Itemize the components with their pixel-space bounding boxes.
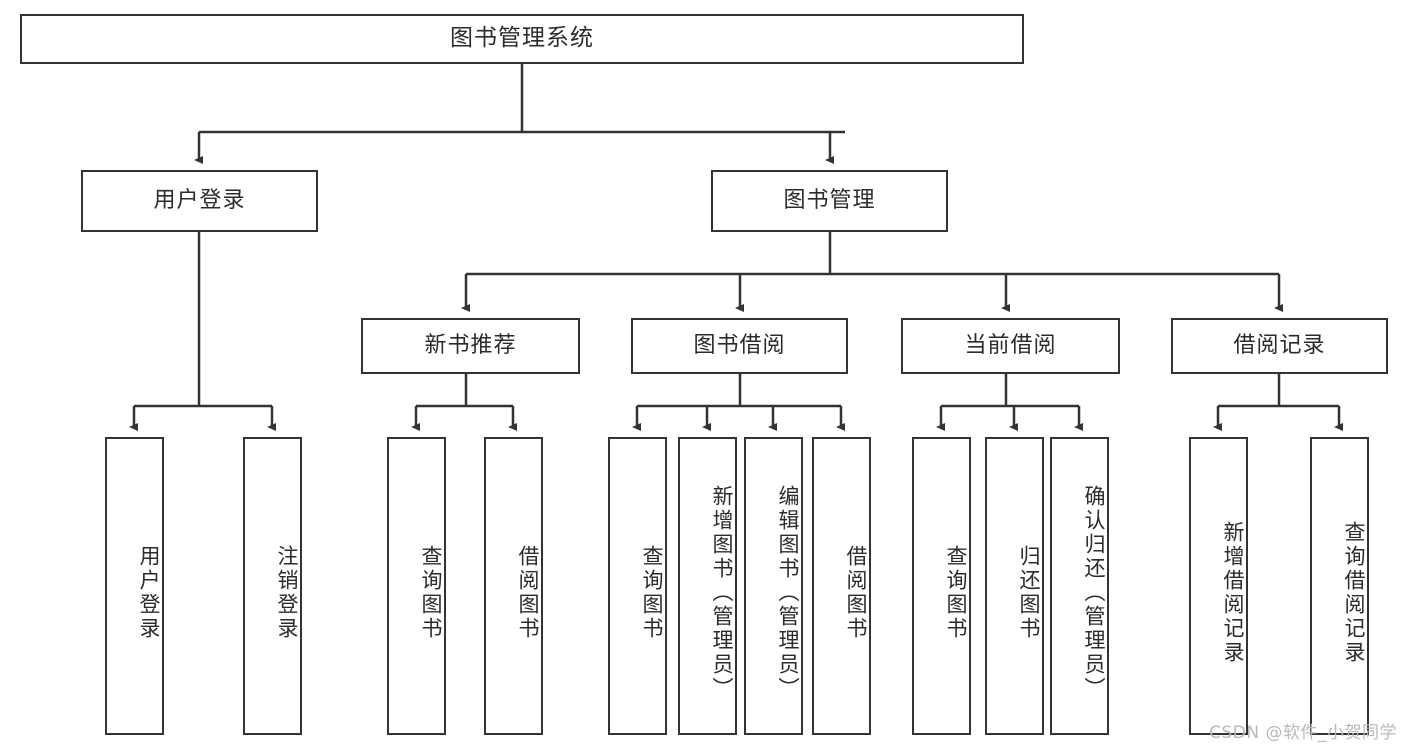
- leaf-logout[interactable]: 注销登录: [243, 437, 302, 735]
- leaf-query-book-current[interactable]: 查询图书: [912, 437, 971, 735]
- leaf-borrow-book-recommend[interactable]: 借阅图书: [484, 437, 543, 735]
- leaf-return-book[interactable]: 归还图书: [985, 437, 1044, 735]
- leaf-confirm-return-admin[interactable]: 确认归还（管理员）: [1050, 437, 1109, 735]
- watermark-text: CSDN @软件_小贺同学: [1209, 723, 1397, 743]
- node-new-book-recommend[interactable]: 新书推荐: [361, 318, 580, 374]
- node-book-manage[interactable]: 图书管理: [711, 170, 948, 232]
- leaf-borrow-book[interactable]: 借阅图书: [812, 437, 871, 735]
- leaf-edit-book-admin[interactable]: 编辑图书（管理员）: [744, 437, 803, 735]
- leaf-query-book-borrow[interactable]: 查询图书: [608, 437, 667, 735]
- leaf-query-borrow-record[interactable]: 查询借阅记录: [1310, 437, 1369, 735]
- leaf-add-borrow-record[interactable]: 新增借阅记录: [1189, 437, 1248, 735]
- leaf-query-book-recommend[interactable]: 查询图书: [387, 437, 446, 735]
- node-book-borrow[interactable]: 图书借阅: [631, 318, 848, 374]
- node-root[interactable]: 图书管理系统: [20, 14, 1024, 64]
- node-current-borrow[interactable]: 当前借阅: [901, 318, 1120, 374]
- leaf-user-login[interactable]: 用户登录: [105, 437, 164, 735]
- node-user-login[interactable]: 用户登录: [81, 170, 318, 232]
- leaf-add-book-admin[interactable]: 新增图书（管理员）: [678, 437, 737, 735]
- node-borrow-record[interactable]: 借阅记录: [1171, 318, 1388, 374]
